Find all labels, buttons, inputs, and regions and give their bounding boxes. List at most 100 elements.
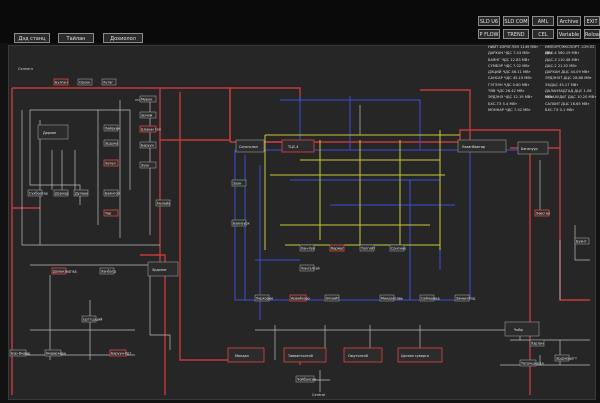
- substation-node[interactable]: Хан-Уул: [299, 244, 315, 252]
- stats-plant: ДЦС-4 560.19 МВт: [545, 51, 580, 56]
- substation-node[interactable]: Хөвсгөл: [534, 209, 550, 217]
- svg-text:Улаанбаатар: Улаанбаатар: [462, 145, 485, 149]
- substation-label: Орхон: [79, 80, 90, 84]
- substation-node[interactable]: Орхон: [77, 78, 93, 86]
- node-tcs4[interactable]: ТЦС-4: [281, 139, 315, 153]
- node-oyutolgoi[interactable]: Оюутолгой: [343, 347, 383, 363]
- substation-label: Толгойт: [360, 246, 375, 250]
- substation-node[interactable]: Хэрлэн: [529, 339, 545, 347]
- stats-plant: ЭХДЦС 45.17 МВт: [545, 82, 579, 87]
- substation-node[interactable]: Бор-Өндөр: [9, 349, 30, 357]
- stats-plant: САЛХИТ ДЦС 16.65 МВт: [545, 101, 590, 106]
- substation-node[interactable]: Замын-Үүд: [454, 294, 476, 302]
- svg-text:Оюутолгой: Оюутолгой: [348, 354, 368, 358]
- substation-node[interactable]: Хөтөл: [103, 159, 119, 167]
- node-sonsgolon[interactable]: Сонсголон: [235, 139, 265, 153]
- stats-plant: ДЦС-3 110.48 МВт: [545, 57, 580, 62]
- substation-label: Буянт: [576, 239, 587, 243]
- substation-node[interactable]: Буянт: [574, 237, 590, 245]
- substation-node[interactable]: Булган: [53, 78, 69, 86]
- substation-node[interactable]: Сайншанд: [419, 294, 440, 302]
- substation-label: Баруун-Урт: [111, 351, 131, 355]
- top-toolbar: Дэд станц Тайлан Дохиолол SLD U6 SLD COM…: [0, 0, 600, 43]
- substation-node[interactable]: Мурун: [139, 95, 157, 103]
- stats-consumer: НИЙТ ХЭРЭГЛЭЭ 1149 МВт: [488, 45, 539, 49]
- substation-node[interactable]: Хархорин: [254, 294, 273, 302]
- substation-node[interactable]: Баруун: [139, 141, 157, 149]
- substation-label: Цогтцэций: [83, 317, 102, 321]
- btn-aml[interactable]: AML: [532, 16, 554, 26]
- substation-node[interactable]: Мандалговь: [379, 294, 403, 302]
- substation-node[interactable]: Чингэлтэй: [299, 264, 320, 272]
- btn-trend[interactable]: TREND: [503, 29, 529, 39]
- node-choir[interactable]: Чойр: [504, 321, 540, 337]
- substation-node[interactable]: Хутаг: [101, 78, 117, 86]
- node-baganuur[interactable]: Багануур: [517, 141, 549, 155]
- svg-text:Мандал: Мандал: [235, 354, 249, 358]
- substation-node[interactable]: Ханбогд: [99, 267, 117, 275]
- white-lines: [20, 99, 590, 392]
- svg-text:Чойр: Чойр: [514, 328, 523, 332]
- svg-text:Сонсголон: Сонсголон: [239, 145, 258, 149]
- substation-node[interactable]: Сонгино: [389, 244, 406, 252]
- node-mandal[interactable]: Мандал: [227, 347, 265, 363]
- substation-node[interactable]: Яармаг: [329, 244, 345, 252]
- substation-label: Сүхбаатар: [29, 191, 48, 195]
- nav-button-alarm[interactable]: Дохиолол: [103, 33, 143, 43]
- btn-cel[interactable]: CEL: [532, 29, 554, 39]
- substation-node[interactable]: Өлзийт: [324, 294, 340, 302]
- substation-node[interactable]: Зүүн: [139, 161, 157, 169]
- substation-node[interactable]: Шарын гол: [139, 125, 161, 133]
- substation-node[interactable]: Эрдэнэ: [103, 139, 119, 147]
- substation-node[interactable]: Цогтцэций: [81, 315, 102, 323]
- stats-plant: ДЦС-2 21.52 МВт: [545, 63, 577, 68]
- btn-p-flow[interactable]: P FLOW: [478, 29, 500, 39]
- substation-node[interactable]: Сүхбаатар: [27, 189, 48, 197]
- substation-label: Хөвсгөл: [536, 211, 550, 215]
- node-erdenet[interactable]: Эрдэнэт: [147, 261, 179, 277]
- substation-label: Чойбалсан: [297, 377, 316, 381]
- substation-label: Сайншанд: [421, 296, 440, 300]
- nav-button-substation[interactable]: Дэд станц: [14, 33, 50, 43]
- substation-node[interactable]: Өндөрхаан: [44, 349, 66, 357]
- substation-node[interactable]: Хайрхан: [103, 124, 120, 132]
- substation-node[interactable]: Толгойт: [359, 244, 375, 252]
- substation-label: Мурун: [141, 97, 152, 101]
- stats-consumer: МОННАР ЧДС 7.42 МВт: [488, 107, 531, 112]
- substation-node[interactable]: Баянзүрх: [231, 219, 250, 227]
- substation-node[interactable]: Налайх: [155, 199, 171, 207]
- substation-node[interactable]: Зуун: [231, 179, 247, 187]
- substation-label: Мандалговь: [381, 296, 403, 300]
- substation-node[interactable]: Баянгол: [103, 189, 120, 197]
- substation-label: Бор-Өндөр: [11, 351, 30, 355]
- substation-label: Хутаг: [103, 80, 113, 84]
- btn-variable[interactable]: Variable: [557, 29, 581, 39]
- substation-node[interactable]: Даланзадгад: [51, 267, 77, 275]
- node-ulaanbaatar[interactable]: Улаанбаатар: [457, 139, 507, 153]
- btn-sld-com[interactable]: SLD COM: [503, 16, 529, 26]
- substation-label: Баянгол: [105, 191, 120, 195]
- substation-label: Чингэлтэй: [301, 266, 320, 270]
- substation-node[interactable]: Төв: [103, 209, 119, 217]
- substation-node[interactable]: Эрчим: [139, 111, 157, 119]
- btn-archive[interactable]: Archive: [557, 16, 581, 26]
- btn-sld-u6[interactable]: SLD U6: [478, 16, 500, 26]
- substation-node[interactable]: Дорнод: [53, 189, 69, 197]
- substation-node[interactable]: Чойбалсан: [295, 375, 316, 383]
- label-central: Central: [312, 393, 325, 397]
- substation-node[interactable]: Тосонцэнгэл: [519, 359, 544, 367]
- node-tavantolgoi[interactable]: Таваантолгой: [283, 347, 327, 363]
- stats-consumer: САНСАР ЧДС 45.19 МВт: [488, 76, 532, 81]
- node-tsagaan-suvarga[interactable]: Цагаан суварга: [397, 347, 443, 363]
- nav-button-report[interactable]: Тайлан: [58, 33, 94, 43]
- substation-label: Эрчим: [141, 113, 153, 117]
- substation-node[interactable]: Арвайхээр: [289, 294, 310, 302]
- substation-node[interactable]: Эрдэнэцогт: [554, 354, 577, 362]
- node-darkhan[interactable]: Дархан: [37, 124, 69, 140]
- substation-node[interactable]: Дулаан: [73, 189, 89, 197]
- substation-node[interactable]: Баруун-Урт: [109, 349, 131, 357]
- svg-text:Таваантолгой: Таваантолгой: [287, 354, 313, 358]
